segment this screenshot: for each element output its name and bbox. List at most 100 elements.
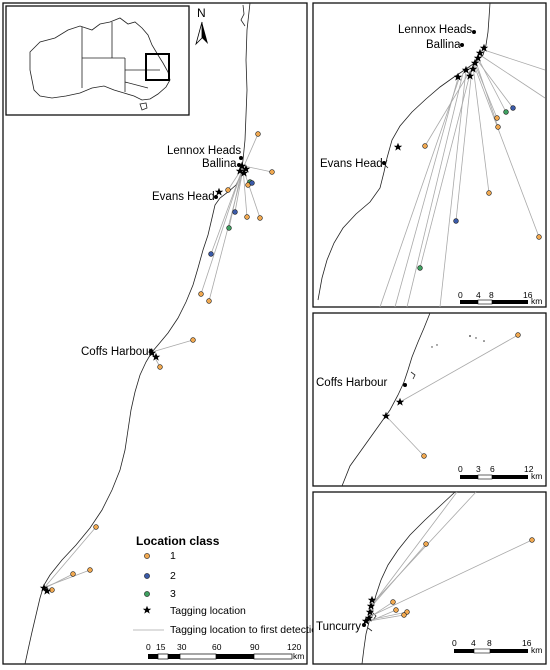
scale-unit: km (531, 471, 542, 481)
detection-marker (515, 332, 521, 338)
label-ballina: Ballina (202, 158, 237, 170)
legend-label-class1: 1 (170, 550, 176, 562)
label-tuncurry: Tuncurry (316, 621, 361, 633)
coffs-detections (421, 332, 521, 459)
detection-marker (536, 234, 542, 240)
main-scale-bar: 0 15 30 60 90 120 km (146, 642, 304, 661)
main-detections (49, 131, 275, 593)
detection-marker (453, 218, 459, 224)
north-detections (417, 105, 542, 271)
detection-marker (422, 143, 428, 149)
scale-tick-label: 120 (287, 642, 301, 652)
label-coffs-harbour: Coffs Harbour (81, 346, 153, 358)
scale-tick-label: 3 (476, 464, 481, 474)
scale-tick-label: 0 (458, 290, 463, 300)
detection-marker (255, 131, 261, 137)
north-town-markers (382, 30, 476, 165)
scale-tick-label: 90 (250, 642, 260, 652)
scale-tick-label: 8 (487, 638, 492, 648)
scale-tick-label: 16 (523, 290, 533, 300)
detection-marker (393, 607, 399, 613)
detection-marker (494, 115, 500, 121)
detection-marker (486, 190, 492, 196)
north-coast-detail (384, 159, 389, 169)
label-coffs-harbour: Coffs Harbour (316, 377, 388, 389)
north-coastline (317, 2, 491, 301)
label-lennox-heads: Lennox Heads (167, 145, 241, 157)
scale-tick-label: 0 (146, 642, 151, 652)
north-arrow-icon: N (195, 6, 208, 46)
australia-inset: N (5, 5, 208, 116)
detection-marker (244, 214, 250, 220)
detection-marker (70, 571, 76, 577)
tuncurry-detections (390, 537, 535, 618)
legend-swatch-class3 (144, 591, 150, 597)
detection-marker (401, 612, 407, 618)
detection-marker (421, 453, 427, 459)
label-ballina: Ballina (426, 39, 461, 51)
scale-tick-label: 60 (212, 642, 222, 652)
scale-unit: km (531, 645, 542, 655)
tuncurry-panel-frame (312, 491, 547, 665)
detection-marker (529, 537, 535, 543)
detection-marker (225, 187, 231, 193)
label-evans-head: Evans Head (320, 158, 383, 170)
detection-marker (190, 337, 196, 343)
detection-marker (232, 209, 238, 215)
scale-tick-label: 15 (156, 642, 166, 652)
tuncurry-scale-bar: 0 4 8 16 km (452, 638, 542, 655)
detection-marker (157, 364, 163, 370)
coffs-scale-bar: 0 3 6 12 km (458, 464, 542, 481)
coffs-coast-detail (410, 371, 416, 380)
tuncurry-panel: Tuncurry 0 4 8 16 km (312, 491, 547, 665)
coffs-islands (431, 335, 485, 348)
coffs-tracks (385, 334, 519, 457)
coffs-town-marker (403, 383, 407, 387)
coffs-panel-frame (312, 312, 547, 487)
scale-unit: km (531, 296, 542, 306)
tasmania-outline (139, 102, 148, 111)
scale-tick-label: 4 (476, 290, 481, 300)
main-map-panel: N (2, 2, 323, 665)
detection-marker (226, 225, 232, 231)
main-tracks (43, 133, 273, 591)
main-coast-detail (240, 4, 246, 27)
scale-tick-label: 0 (458, 464, 463, 474)
tuncurry-tracks (367, 491, 533, 623)
legend-label-line: Tagging location to first detection (170, 624, 323, 636)
detection-marker (208, 251, 214, 257)
detection-marker (503, 109, 509, 115)
scale-tick-label: 16 (522, 638, 532, 648)
detection-marker (206, 298, 212, 304)
coffs-panel: Coffs Harbour 0 3 6 12 km (312, 312, 547, 487)
north-tracks (379, 49, 546, 308)
tuncurry-coastline (361, 491, 456, 665)
scale-tick-label: 6 (490, 464, 495, 474)
coffs-coastline (341, 312, 431, 487)
detection-marker (423, 541, 429, 547)
detection-marker (87, 567, 93, 573)
legend-label-class3: 3 (170, 588, 176, 600)
scale-tick-label: 8 (489, 290, 494, 300)
main-town-markers (149, 156, 243, 353)
detection-marker (93, 524, 99, 530)
inset-frame (5, 5, 190, 116)
detection-marker (198, 291, 204, 297)
legend-label-class2: 2 (170, 570, 176, 582)
north-panel-frame (312, 2, 547, 308)
detection-marker (390, 599, 396, 605)
north-label: N (197, 6, 206, 20)
detection-marker (510, 105, 516, 111)
state-borders (81, 22, 160, 92)
label-lennox-heads: Lennox Heads (398, 24, 472, 36)
tuncurry-town-marker (362, 623, 366, 627)
scale-tick-label: 0 (452, 638, 457, 648)
north-scale-bar: 0 4 8 16 km (458, 290, 542, 306)
detection-marker (249, 180, 255, 186)
detection-marker (269, 169, 275, 175)
legend-label-tagging: Tagging location (170, 605, 246, 617)
label-evans-head: Evans Head (152, 191, 215, 203)
detection-marker (495, 124, 501, 130)
legend: Location class 1 2 3 Tagging location Ta… (133, 534, 323, 636)
